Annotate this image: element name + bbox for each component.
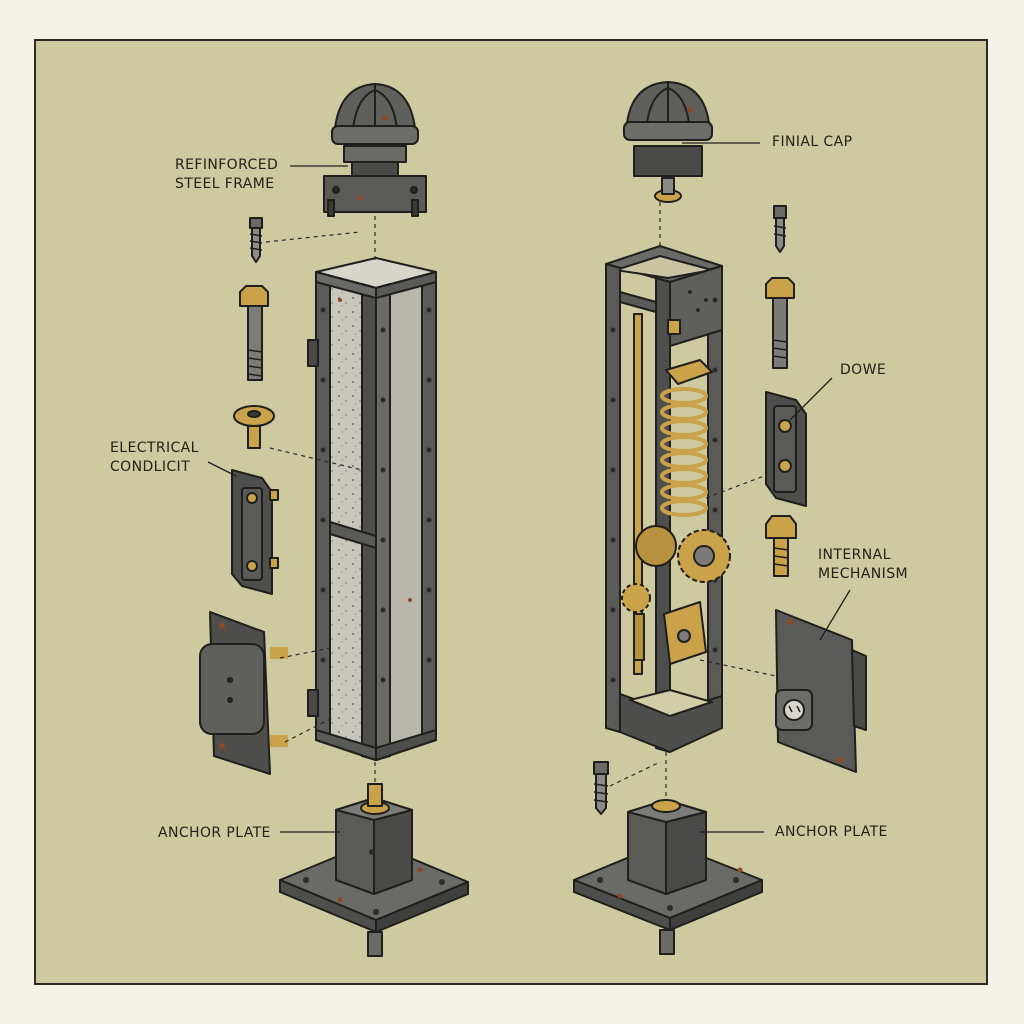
open-frame-right [605, 245, 723, 753]
frame-rivets-left [320, 298, 432, 683]
label-line: MECHANISM [818, 566, 908, 582]
internal-mechanism [621, 313, 731, 675]
label-line: CONDLICIT [110, 459, 191, 475]
conduit-bracket-left [231, 469, 279, 595]
washer-left [233, 405, 275, 449]
label-internal-mechanism: INTERNAL MECHANISM [818, 546, 908, 584]
label-line: INTERNAL [818, 547, 891, 563]
dowel-bracket-right [765, 391, 807, 507]
lag-screw-left [249, 217, 263, 263]
label-reinforced-steel-frame: REFINFORCED STEEL FRAME [175, 156, 278, 194]
label-electrical-conduit: ELECTRICAL CONDLICIT [110, 439, 199, 477]
finial-cap-left [323, 83, 427, 217]
anchor-plate-left [279, 783, 469, 957]
finial-cap-right [623, 81, 713, 203]
label-anchor-plate-right: ANCHOR PLATE [775, 824, 888, 840]
anchor-plate-right [573, 799, 763, 955]
hex-bolt-right [765, 277, 795, 369]
label-dowel: DOWE [840, 362, 887, 378]
label-line: REFINFORCED [175, 157, 279, 173]
concrete-column-left [307, 257, 437, 761]
flange-bolt-right [765, 515, 797, 577]
hex-bolt-left [239, 285, 269, 381]
label-line: STEEL FRAME [175, 176, 275, 192]
junction-box-left [199, 611, 288, 775]
label-anchor-plate-left: ANCHOR PLATE [158, 825, 271, 841]
diagram-panel [34, 39, 988, 985]
outlet-box-right [775, 609, 867, 773]
label-finial-cap: FINIAL CAP [772, 134, 853, 150]
lag-screw-right-lower [593, 761, 609, 815]
assembly-guide-lines [265, 202, 777, 796]
lag-screw-right-top [773, 205, 787, 253]
label-line: ELECTRICAL [110, 440, 199, 456]
leader-lines [207, 142, 851, 833]
